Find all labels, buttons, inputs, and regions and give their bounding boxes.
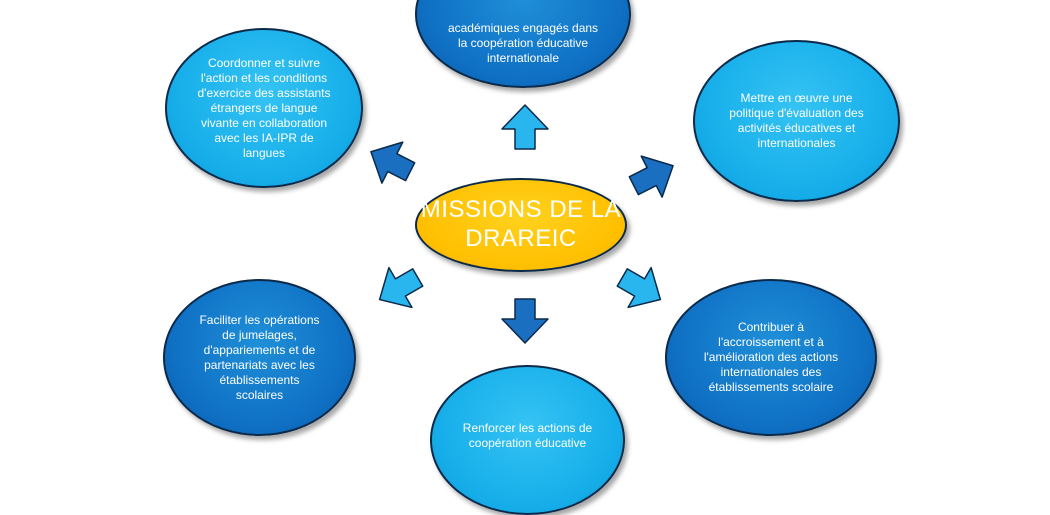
center-title-line-1: MISSIONS DE [420,196,584,224]
mission-lower-right-line-2: l'accroissement et à [718,335,824,349]
mission-bubble-lower-left: Faciliter les opérations de jumelages, d… [163,279,356,436]
mission-lower-left-line-1: Faciliter les opérations [199,312,320,327]
mission-upper-right-line-3: activités éducatives et [737,121,856,135]
mission-lower-left-line-4: partenariats avec les [204,357,315,372]
mission-upper-left-line-3: d'exercice des assistants [197,85,331,100]
mission-upper-right-line-2: politique d'évaluation des [729,106,864,120]
mission-bubble-top: académiques engagés dans la coopération … [415,0,631,88]
mission-lower-right-line-3: l'amélioration des actions [703,350,839,364]
mission-upper-right-line-4: internationales [757,136,836,150]
mission-bubble-bottom: Renforcer les actions de coopération édu… [430,365,625,515]
mission-bubble-upper-left: Coordonner et suivre l'action et les con… [165,28,363,188]
center-missions-title: MISSIONS DE LA DRAREIC [415,178,627,272]
arrow-lower-left [378,266,424,309]
mission-lower-left-line-3: d'appariements et de [203,342,316,357]
arrow-upper-right [628,155,674,198]
mission-lower-left-line-6: scolaires [235,387,284,402]
mission-top-line-2: la coopération éducative [457,35,589,50]
mission-bottom-line-2: coopération éducative [468,436,587,450]
missions-diagram: académiques engagés dans la coopération … [163,0,900,515]
center-title-line-2: LA DRAREIC [465,196,622,252]
arrow-upper-left [370,141,416,184]
arrow-up [501,104,549,150]
mission-bottom-line-1: Renforcer les actions de [462,421,593,435]
mission-lower-left-line-2: de jumelages, [222,327,297,342]
mission-bubble-upper-right: Mettre en œuvre une politique d'évaluati… [693,40,900,202]
mission-upper-left-line-4: étrangers de langue [210,100,318,115]
mission-lower-right-line-4: internationales des [720,365,822,379]
mission-upper-left-line-5: vivante en collaboration [200,115,328,130]
mission-top-line-1: académiques engagés dans [447,20,599,35]
mission-top-line-3: internationale [486,50,560,65]
mission-bubble-lower-right: Contribuer à l'accroissement et à l'amél… [665,279,877,436]
mission-upper-right-line-1: Mettre en œuvre une [740,91,853,105]
mission-upper-left-line-1: Coordonner et suivre [207,55,321,70]
mission-upper-left-line-7: langues [242,145,286,160]
arrow-down [501,298,549,344]
mission-lower-right-line-5: établissements scolaire [708,380,834,394]
mission-upper-left-line-2: l'action et les conditions [200,70,328,85]
arrow-lower-right [616,266,662,309]
mission-upper-left-line-6: avec les IA-IPR de [214,130,314,145]
mission-lower-left-line-5: établissements [219,372,300,387]
mission-lower-right-line-1: Contribuer à [737,320,805,334]
